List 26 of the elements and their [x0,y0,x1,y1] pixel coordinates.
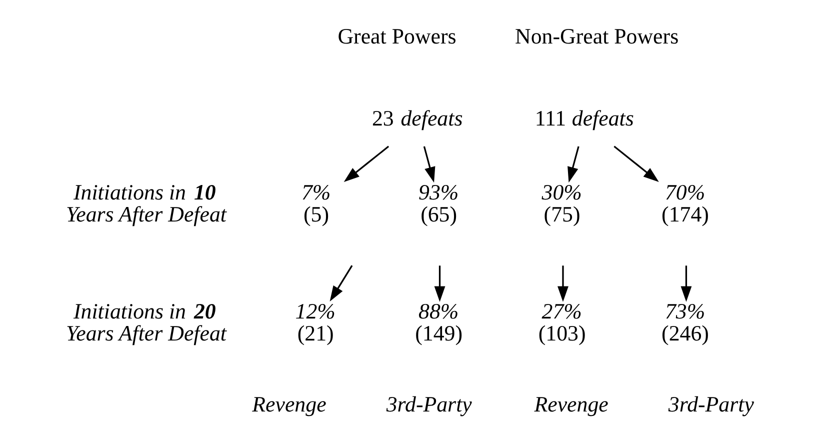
arrow [422,146,435,183]
label: 3rd-Party [668,392,754,417]
arrow [343,146,389,182]
label: 3rd-Party [386,392,472,417]
arrow [329,265,352,302]
label: Revenge [534,392,608,417]
node-text: 93% (65) [418,179,458,226]
node-text: 88% (149) [414,298,462,346]
node-text: 7% (5) [300,179,330,226]
arrow [557,266,568,302]
label: Initiations in 10 Years After Defeat [65,179,226,226]
arrow [680,266,692,302]
node-text: 30% (75) [541,179,582,226]
arrow [434,266,445,302]
node-text: 111 defeats [534,106,634,131]
arrow [567,146,579,183]
label: Initiations in 20 Years After Defeat [65,298,226,346]
node-text: 70% (174) [661,179,708,226]
node-text: 27% (103) [538,298,586,346]
label: Great Powers [337,23,456,48]
label: Non-Great Powers [514,23,678,48]
node-text: 12% (21) [294,298,335,346]
label: Revenge [252,392,326,417]
node-text: 23 defeats [371,106,462,131]
arrow [613,146,658,182]
node-text: 73% (246) [661,298,708,346]
